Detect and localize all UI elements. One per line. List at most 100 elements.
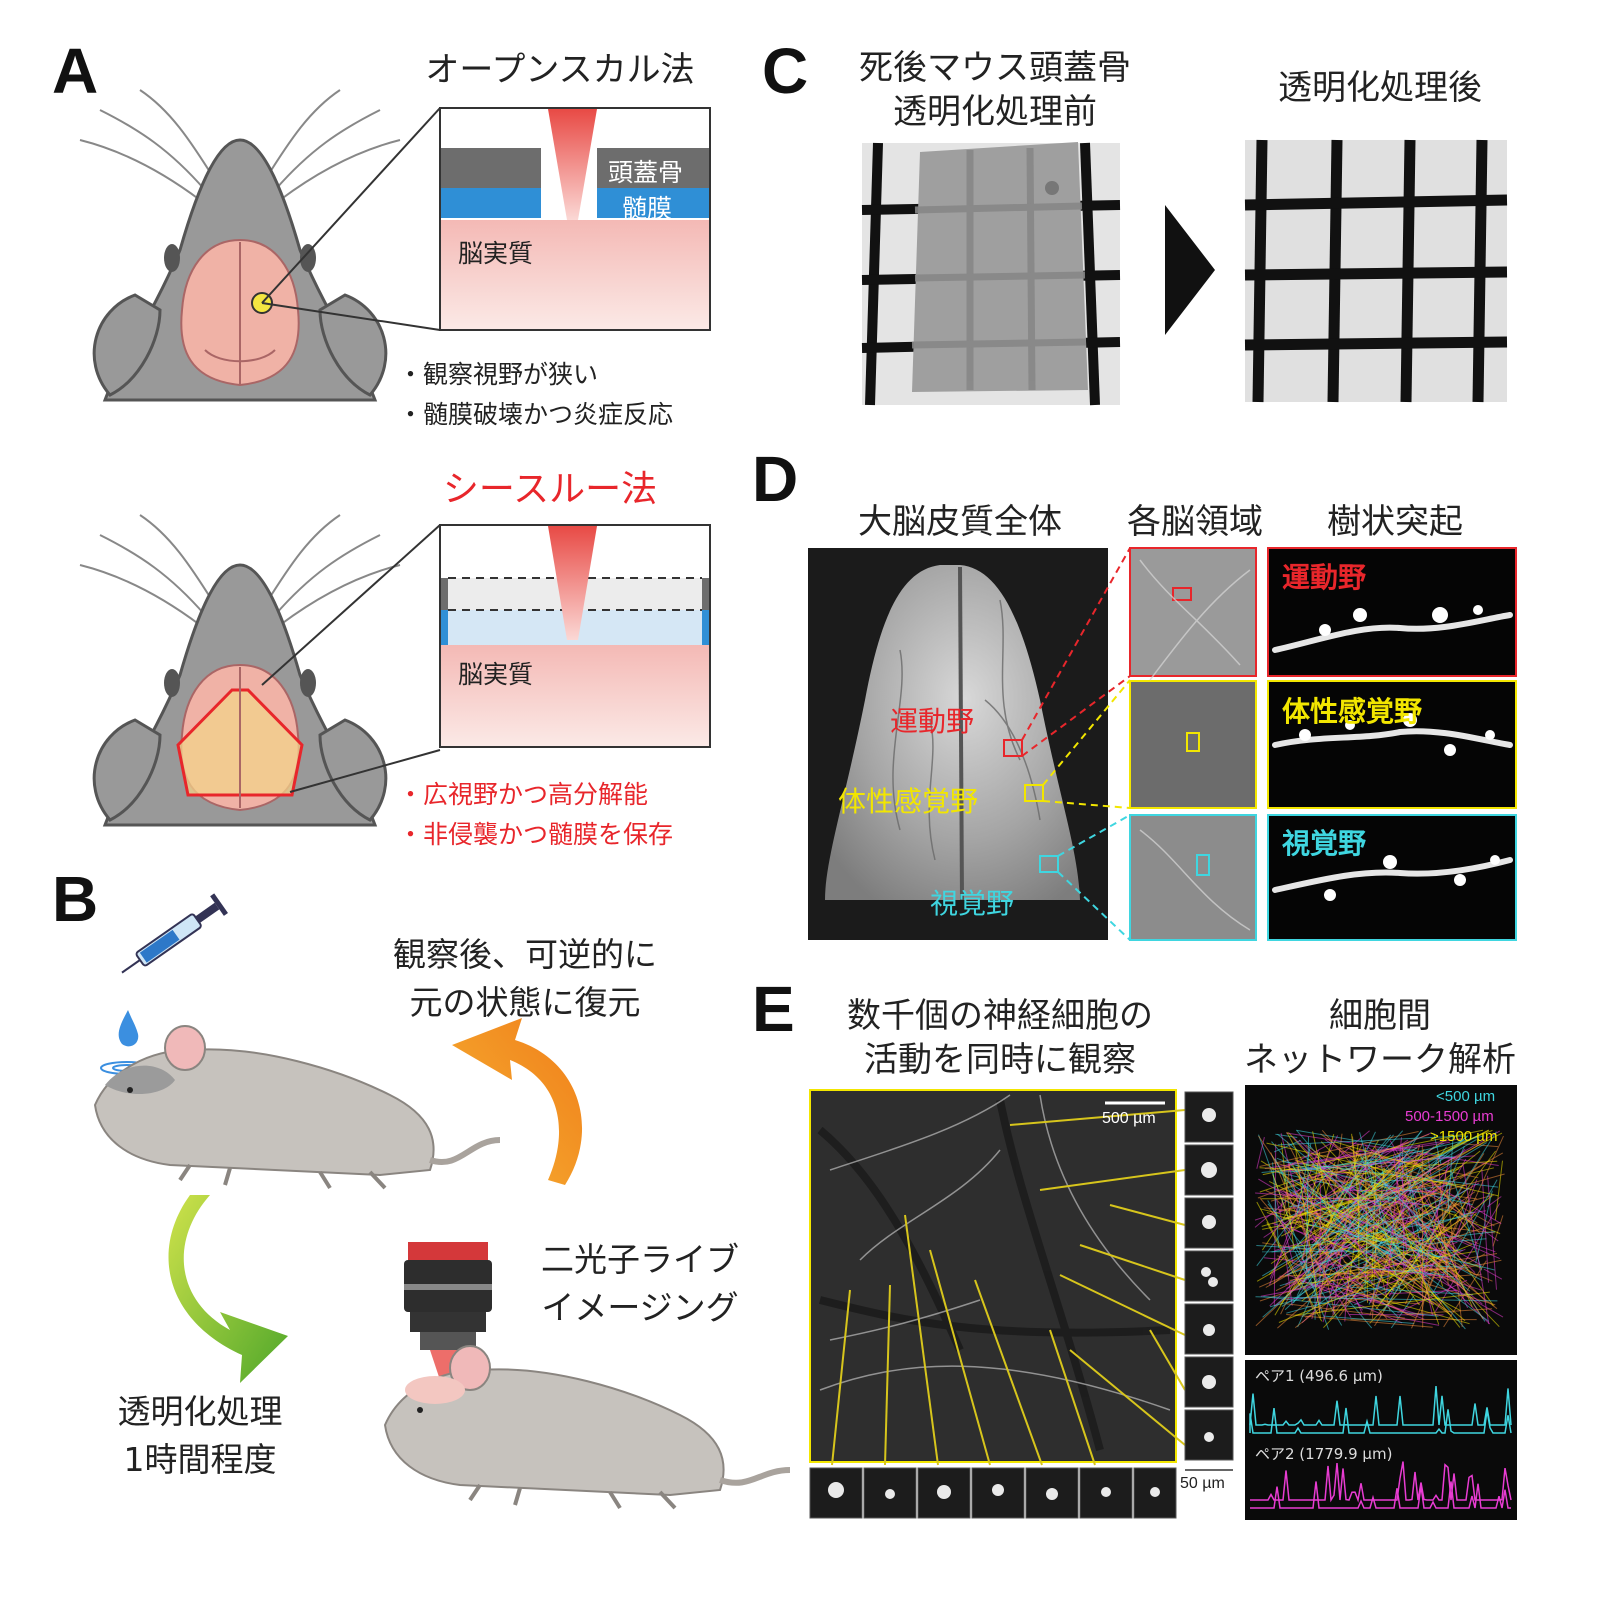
network-edge [1297,1247,1399,1290]
network-edge [1262,1193,1437,1230]
somatosensory-label-dendrite: 体性感覚野 [1282,695,1423,728]
network-edge [1284,1213,1388,1311]
network-edge [1412,1264,1464,1268]
network-edge [1271,1141,1349,1233]
network-edge [1408,1178,1422,1231]
network-edge [1289,1152,1428,1183]
network-edge [1274,1199,1344,1316]
network-edge [1381,1281,1401,1285]
network-edge [1285,1303,1405,1319]
network-edge [1460,1210,1487,1215]
network-edge [1268,1256,1285,1275]
network-edge [1297,1268,1444,1285]
network-edge [1437,1151,1449,1286]
network-edge [1290,1178,1483,1282]
network-edge [1456,1283,1469,1309]
network-edge [1403,1158,1426,1272]
network-edge [1260,1160,1433,1270]
network-edge [1276,1157,1408,1208]
skull-label: 頭蓋骨 [608,158,684,187]
network-edge [1273,1151,1422,1285]
network-edge [1279,1268,1455,1277]
network-edge [1283,1174,1286,1184]
network-edge [1332,1233,1371,1294]
network-edge [1323,1165,1467,1187]
network-edge [1301,1151,1321,1260]
network-edge [1462,1163,1490,1325]
panel-e-letter: E [752,973,795,1045]
network-edge [1419,1160,1425,1165]
network-edge [1303,1260,1415,1289]
network-edge [1284,1141,1334,1169]
trace2-line [1250,1461,1512,1503]
network-edge [1276,1171,1456,1213]
network-edge [1330,1212,1436,1234]
network-edge [1404,1189,1449,1230]
network-edge [1298,1251,1408,1316]
network-edge [1368,1223,1403,1305]
network-edge [1313,1178,1349,1182]
network-edge [1296,1131,1376,1296]
network-edge [1286,1182,1480,1290]
network-edge [1411,1177,1449,1263]
network-edge [1291,1158,1378,1173]
network-edge [1373,1167,1385,1262]
network-edge [1269,1135,1339,1279]
network-edge [1397,1160,1498,1168]
network-edge [1398,1273,1482,1281]
network-edge [1292,1136,1374,1221]
network-edge [1277,1133,1471,1292]
network-edge [1285,1180,1451,1286]
network-edge [1416,1146,1465,1256]
network-edge [1285,1207,1395,1244]
network-edge [1297,1176,1367,1328]
network-edge [1345,1234,1435,1306]
restore-arrow-icon [452,1018,583,1185]
network-edge [1262,1142,1487,1277]
network-edge [1481,1169,1489,1283]
network-edge [1325,1211,1403,1287]
network-edge [1454,1213,1470,1232]
network-edge [1369,1216,1410,1304]
network-edge [1292,1207,1364,1304]
network-edge [1343,1261,1434,1305]
network-edge [1377,1148,1403,1263]
network-edge [1273,1143,1277,1307]
panel-a-letter: A [52,35,99,107]
network-edge [1263,1296,1439,1317]
network-edge [1444,1171,1463,1327]
network-edge [1265,1190,1462,1286]
network-edge [1281,1174,1361,1230]
network-edge [1308,1158,1420,1306]
network-edge [1277,1173,1441,1279]
network-edge [1320,1133,1434,1218]
network-edge [1420,1159,1450,1289]
network-edge [1279,1236,1432,1287]
network-edge [1421,1179,1457,1273]
network-edge [1304,1134,1335,1236]
network-edge [1344,1263,1478,1279]
network-edge [1393,1316,1440,1326]
network-edge [1281,1187,1470,1307]
network-edge [1266,1212,1426,1260]
network-edge [1268,1180,1380,1237]
network-edge [1280,1143,1363,1315]
network-edge [1300,1141,1450,1165]
network-edge [1298,1139,1491,1325]
network-edge [1319,1184,1321,1312]
network-edge [1398,1168,1433,1316]
network-edge [1275,1256,1344,1292]
network-edge [1259,1221,1501,1302]
network-edge [1324,1138,1447,1230]
network-edge [1424,1199,1485,1275]
network-edge [1270,1152,1322,1273]
network-edge [1308,1208,1427,1278]
network-edge [1368,1166,1469,1271]
network-edge [1447,1133,1454,1213]
network-edge [1296,1130,1466,1330]
network-edge [1364,1205,1391,1312]
network-edge [1259,1167,1380,1175]
